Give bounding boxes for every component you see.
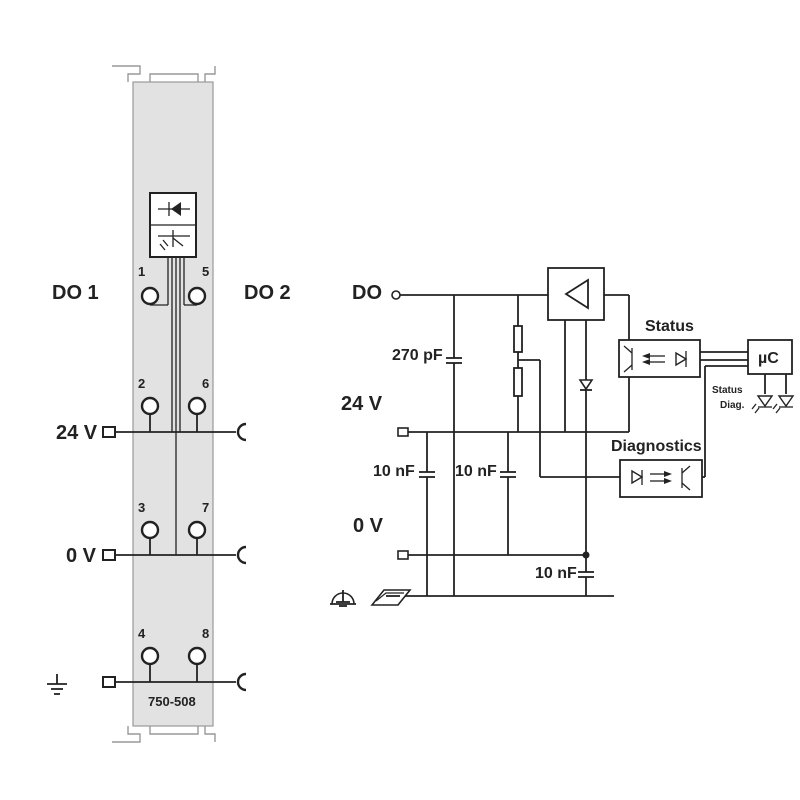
pin-3-label: 3 xyxy=(138,500,145,515)
status-label: Status xyxy=(645,318,694,335)
terminal-2 xyxy=(140,396,160,416)
diode-symbol xyxy=(158,202,190,216)
pin-4-label: 4 xyxy=(138,626,146,641)
terminal-1 xyxy=(140,286,160,306)
v0-terminal xyxy=(397,550,409,560)
module-top-clip xyxy=(112,65,216,82)
microcontroller-box xyxy=(747,339,793,375)
v24-terminal xyxy=(397,427,409,437)
v24-label: 24 V xyxy=(341,393,383,415)
led-status-label: Status xyxy=(712,385,743,396)
terminal-8 xyxy=(187,646,207,666)
diagnostics-led-icon xyxy=(631,469,644,485)
diag-indicator-led-icon xyxy=(772,395,795,414)
cap-10nf-c-label: 10 nF xyxy=(535,565,577,582)
junction-dot xyxy=(582,551,590,559)
chassis-ground-icon xyxy=(330,590,356,607)
io-module: DO 1 DO 2 1 5 2 6 3 7 4 8 24 V 0 V xyxy=(47,65,291,743)
connector-0v-left xyxy=(102,549,116,561)
pin-1-label: 1 xyxy=(138,264,145,279)
connector-24v-right xyxy=(236,422,247,442)
cap-10nf-a-label: 10 nF xyxy=(373,463,415,480)
circuit-schematic: DO 270 pF 24 V xyxy=(330,267,795,607)
terminal-4 xyxy=(140,646,160,666)
status-optocoupler-box xyxy=(618,339,701,378)
pin-5-label: 5 xyxy=(202,264,209,279)
pin-8-label: 8 xyxy=(202,626,209,641)
status-phototransistor-icon xyxy=(623,345,633,373)
status-indicator-led-icon xyxy=(751,395,774,414)
output-buffer-box xyxy=(547,267,605,321)
pin-6-label: 6 xyxy=(202,376,209,391)
terminal-3 xyxy=(140,520,160,540)
pin-7-label: 7 xyxy=(202,500,209,515)
terminal-7 xyxy=(187,520,207,540)
module-bottom-clip xyxy=(112,726,216,743)
ground-icon xyxy=(47,674,67,695)
status-led-icon xyxy=(675,351,688,367)
connector-0v-right xyxy=(236,545,247,565)
resistor-1 xyxy=(513,325,523,353)
do-label: DO xyxy=(352,282,382,304)
v0-label: 0 V xyxy=(353,515,384,537)
cap-10nf-b-label: 10 nF xyxy=(455,463,497,480)
din-rail-icon xyxy=(370,589,412,606)
connector-ground-right xyxy=(236,672,247,692)
diagnostics-label: Diagnostics xyxy=(611,438,702,455)
resistor-2 xyxy=(513,367,523,397)
diagnostics-phototransistor-icon xyxy=(681,465,691,491)
microcontroller-label: µC xyxy=(758,350,779,367)
connector-24v-left xyxy=(102,426,116,438)
part-number-label: 750-508 xyxy=(148,694,196,709)
transistor-symbol xyxy=(158,230,190,251)
channel-do1-label: DO 1 xyxy=(52,282,99,304)
pin-2-label: 2 xyxy=(138,376,145,391)
protection-diode-icon xyxy=(578,379,594,391)
diagnostics-optical-arrow-icon xyxy=(650,471,672,484)
cap-270pf-label: 270 pF xyxy=(392,347,443,364)
status-optical-arrow-icon xyxy=(642,353,665,365)
rail-0v-label: 0 V xyxy=(66,545,97,567)
buffer-triangle-icon xyxy=(564,278,589,310)
connector-ground-left xyxy=(102,676,116,688)
terminal-6 xyxy=(187,396,207,416)
channel-do2-label: DO 2 xyxy=(244,282,291,304)
rail-24v-label: 24 V xyxy=(56,422,98,444)
terminal-5 xyxy=(187,286,207,306)
led-diag-label: Diag. xyxy=(720,400,745,411)
do-input-terminal xyxy=(391,290,401,300)
diagnostics-optocoupler-box xyxy=(619,459,703,498)
